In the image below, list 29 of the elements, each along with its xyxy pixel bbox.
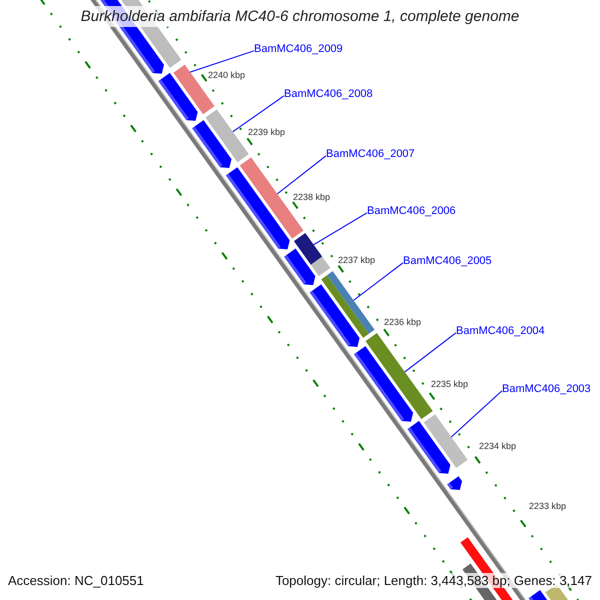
gene-label: BamMC406_2004 bbox=[456, 325, 545, 337]
tick-label: 2240 kbp bbox=[208, 70, 246, 80]
gene-segment bbox=[294, 232, 322, 265]
tick-label: 2235 kbp bbox=[431, 379, 468, 389]
gene-label: BamMC406_2007 bbox=[326, 148, 415, 160]
gene-segment bbox=[366, 332, 433, 420]
accession-text: Accession: NC_010551 bbox=[8, 573, 144, 588]
gene-label: BamMC406_2003 bbox=[502, 383, 591, 395]
leader-line bbox=[313, 212, 368, 246]
gene-label: BamMC406_2006 bbox=[367, 205, 456, 217]
gene-label: BamMC406_2005 bbox=[403, 255, 492, 267]
leader-line bbox=[450, 390, 502, 438]
gene-segment bbox=[326, 271, 375, 334]
tick-label: 2233 kbp bbox=[529, 501, 566, 511]
tick-label: 2237 kbp bbox=[338, 255, 376, 265]
leader-line bbox=[232, 95, 284, 132]
gene-segment bbox=[205, 109, 249, 162]
gene-segment bbox=[424, 414, 468, 468]
leader-line bbox=[190, 50, 254, 73]
tick-label: 2238 kbp bbox=[293, 192, 330, 202]
tick-label: 2236 kbp bbox=[384, 317, 422, 327]
tick-label: 2239 kbp bbox=[248, 127, 286, 137]
leader-line bbox=[276, 155, 326, 194]
tick-label: 2234 kbp bbox=[479, 441, 516, 451]
gene-label: BamMC406_2009 bbox=[254, 43, 343, 55]
leader-line bbox=[353, 262, 404, 301]
genome-summary-text: Topology: circular; Length: 3,443,583 bp; Genes: 3,147 bbox=[275, 573, 592, 588]
leader-line bbox=[404, 332, 456, 372]
gene-label: BamMC406_2008 bbox=[284, 88, 373, 100]
